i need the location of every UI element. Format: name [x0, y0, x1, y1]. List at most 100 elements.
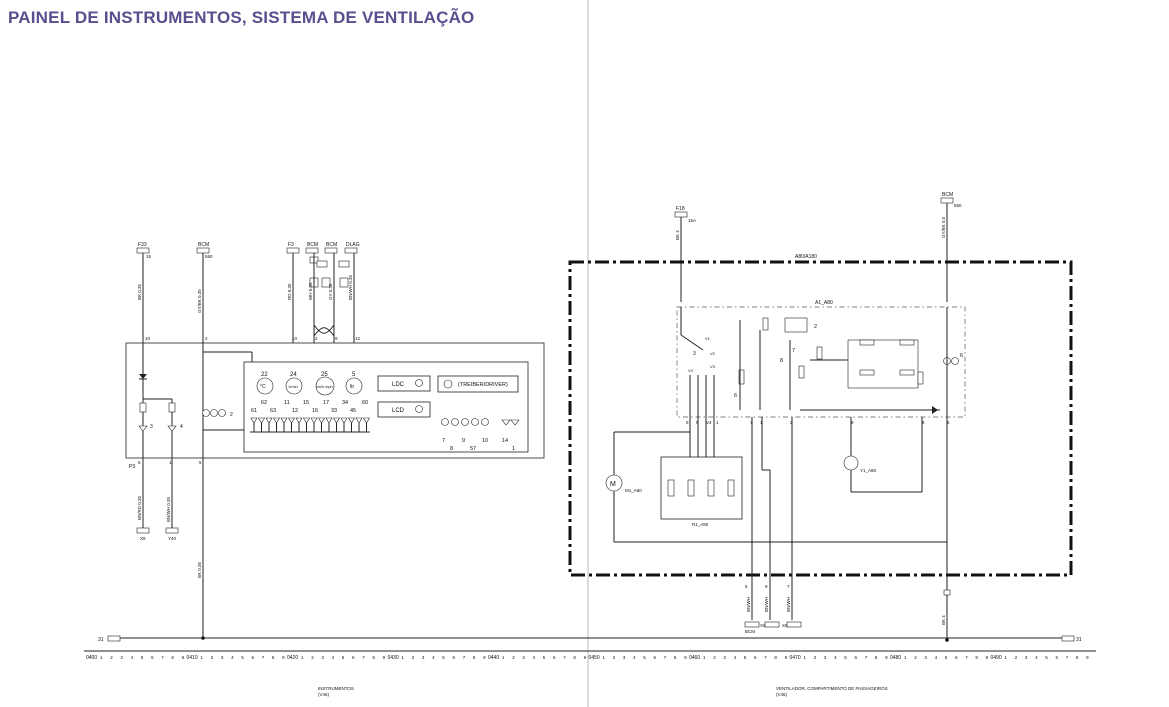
ruler-minor-label: 7 — [362, 655, 365, 660]
svg-text:X6: X6 — [782, 623, 788, 628]
ruler-minor-label: 8 — [875, 655, 878, 660]
bcm-label: BCM — [942, 192, 953, 198]
svg-text:M: M — [610, 481, 616, 488]
ruler-minor-label: 2 — [713, 655, 716, 660]
ruler-minor-label: 9 — [383, 655, 386, 660]
ruler-minor-label: 2 — [512, 655, 515, 660]
ruler-minor-label: 8 — [674, 655, 677, 660]
led-icon — [295, 417, 303, 424]
ruler-minor-label: 9 — [785, 655, 788, 660]
ruler-minor-label: 1 — [301, 655, 304, 660]
inline-connector — [316, 260, 328, 268]
ruler-minor-label: 3 — [522, 655, 525, 660]
ruler-minor-label: 7 — [262, 655, 265, 660]
resistor-icon — [859, 369, 875, 376]
svg-text:15A: 15A — [688, 218, 696, 223]
ruler-minor-label: 7 — [664, 655, 667, 660]
left-top-label: F33 — [138, 242, 147, 248]
ruler-minor-label: 3 — [623, 655, 626, 660]
led-icon — [272, 417, 281, 424]
ruler-minor-label: 7 — [1066, 655, 1069, 660]
left-footer: INSTRUMENTOS — [318, 686, 354, 691]
driver-box — [437, 375, 519, 393]
ruler-minor-label: 6 — [654, 655, 657, 660]
driver-icon — [443, 379, 453, 389]
ruler-minor-label: 8 — [1076, 655, 1079, 660]
led-icon — [138, 425, 148, 432]
led-icon — [325, 417, 333, 424]
ruler-minor-label: 2 — [814, 655, 817, 660]
ruler-minor-label: 8 — [372, 655, 375, 660]
resistor-icon — [762, 317, 769, 331]
svg-text:5: 5 — [352, 372, 356, 378]
led-icon — [510, 419, 520, 426]
led-icon — [362, 417, 371, 424]
left-top-label: F3 — [288, 242, 294, 248]
ruler-minor-label: 7 — [161, 655, 164, 660]
wire-label: GY/BK 0.5 — [941, 216, 946, 238]
led-icon — [280, 417, 288, 424]
wire-label: BK 4 — [675, 230, 680, 240]
svg-text:3: 3 — [693, 351, 696, 357]
resistor-icon — [139, 402, 147, 413]
led-icon — [355, 417, 363, 424]
ruler-minor-label: 8 — [473, 655, 476, 660]
svg-text:2: 2 — [315, 336, 318, 341]
svg-text:BCM: BCM — [745, 629, 755, 634]
lamp-icon — [218, 409, 226, 417]
lamp-icon — [951, 357, 959, 365]
svg-text:9: 9 — [335, 336, 338, 341]
wire-label: BN/WH — [786, 597, 791, 612]
ruler-minor-label: 3 — [422, 655, 425, 660]
output-connector — [744, 621, 760, 628]
left-page: F33 BCM F3 BCM BCM DLAG 15 550 BK 0.35 G… — [125, 242, 545, 697]
ground-connector — [136, 527, 150, 534]
ruler-minor-label: 2 — [110, 655, 113, 660]
svg-text:5: 5 — [947, 420, 950, 425]
svg-text:V4: V4 — [688, 368, 694, 373]
led-icon — [317, 417, 326, 424]
led-icon — [332, 417, 341, 424]
output-connector — [764, 621, 780, 628]
ruler-minor-label: 4 — [1035, 655, 1038, 660]
left-top-connector — [286, 247, 300, 254]
wire-label: BK 0.35 — [197, 561, 202, 578]
lamp-icon — [202, 409, 210, 417]
motor-label: M1_A80 — [625, 488, 642, 493]
ruler-minor-label: 8 — [975, 655, 978, 660]
p-label: P3 — [129, 464, 135, 470]
ruler-minor-label: 1 — [1005, 655, 1008, 660]
transistor-icon — [784, 317, 808, 333]
svg-text:LCD: LCD — [392, 408, 405, 414]
svg-text:4: 4 — [180, 424, 183, 430]
svg-text:5: 5 — [199, 460, 202, 465]
led-icon — [501, 419, 511, 426]
wire-label: BK 0.35 — [137, 283, 142, 300]
ruler-minor-label: 6 — [855, 655, 858, 660]
lamp-icon — [415, 405, 423, 413]
ruler-minor-label: 4 — [734, 655, 737, 660]
svg-text:V1: V1 — [705, 336, 711, 341]
resistor-icon — [859, 339, 875, 346]
ruler-minor-label: 3 — [120, 655, 123, 660]
ruler-minor-label: 6 — [453, 655, 456, 660]
ruler-minor-label: 6 — [1056, 655, 1059, 660]
ground-bus: 31 31 — [98, 635, 1082, 643]
led-icon — [302, 417, 311, 424]
svg-text:6: 6 — [960, 353, 963, 359]
ruler-major-label: 0430 — [388, 655, 399, 661]
led-icon — [287, 417, 296, 424]
ruler-minor-label: 7 — [764, 655, 767, 660]
diode-icon — [139, 374, 147, 379]
ruler-minor-label: 2 — [914, 655, 917, 660]
ground-connector — [165, 527, 179, 534]
ruler-minor-label: 9 — [1086, 655, 1089, 660]
svg-text:34: 34 — [342, 400, 348, 406]
left-top-label: BCM — [307, 242, 318, 248]
wire-label: BN/WH — [764, 597, 769, 612]
left-top-connector — [136, 247, 150, 254]
ruler-minor-label: 9 — [182, 655, 185, 660]
svg-text:°C: °C — [260, 384, 266, 390]
ruler-minor-label: 5 — [844, 655, 847, 660]
